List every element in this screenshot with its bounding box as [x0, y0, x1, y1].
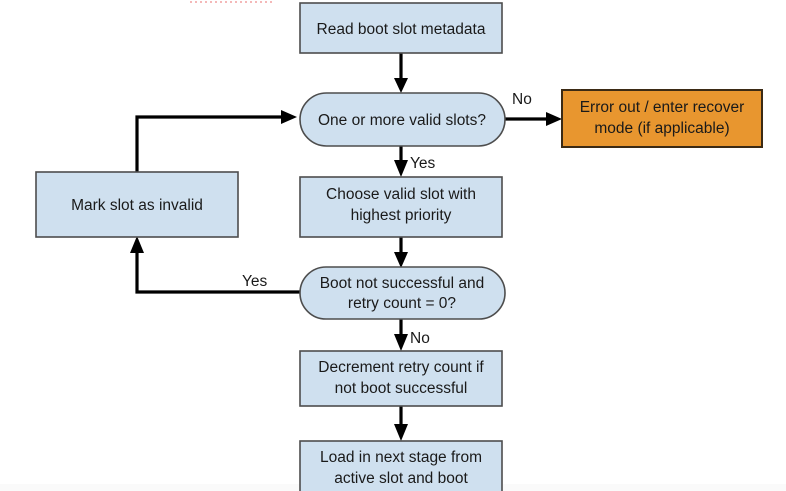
connector-mark-invalid-to-valid-slots [135, 110, 297, 172]
node-shape-mark-slot-as-invalid [35, 171, 239, 238]
node-shape-boot-not-successful-retry-zero [299, 266, 506, 320]
node-read-boot-slot-metadata[interactable]: Read boot slot metadata [299, 2, 503, 54]
node-label-retry-line-2: retry count = 0? [348, 295, 457, 312]
connector-retry-no-to-decrement [394, 319, 408, 351]
node-decrement-retry-count[interactable]: Decrement retry count if not boot succes… [299, 350, 503, 407]
node-shape-load-next-stage [299, 440, 503, 491]
node-shape-decrement-retry-count [299, 350, 503, 407]
node-label-decrement-line-1: Decrement retry count if [318, 359, 484, 376]
node-mark-slot-as-invalid[interactable]: Mark slot as invalid [35, 171, 239, 238]
node-one-or-more-valid-slots[interactable]: One or more valid slots? [299, 92, 506, 147]
node-label-error-line-2: mode (if applicable) [594, 120, 729, 137]
node-label-mark-slot-as-invalid: Mark slot as invalid [71, 197, 203, 214]
node-shape-one-or-more-valid-slots [299, 92, 506, 147]
node-label-read-boot-slot-metadata: Read boot slot metadata [317, 21, 486, 38]
node-label-choose-line-1: Choose valid slot with [326, 186, 476, 203]
connector-read-to-valid-slots [394, 53, 408, 93]
node-shape-read-boot-slot-metadata [299, 2, 503, 54]
edge-label-retry-yes: Yes [242, 273, 268, 290]
node-shape-error-out-enter-recover-mode [561, 89, 763, 148]
connector-choose-to-retry-decision [394, 237, 408, 268]
node-shape-choose-valid-slot-highest-priority [299, 176, 503, 238]
connector-retry-yes-to-mark-invalid [130, 236, 300, 294]
node-label-one-or-more-valid-slots: One or more valid slots? [318, 112, 486, 129]
connector-valid-slots-yes-to-choose [394, 146, 408, 177]
connector-valid-slots-no-to-error [505, 112, 562, 126]
node-boot-not-successful-retry-zero[interactable]: Boot not successful and retry count = 0? [299, 266, 506, 320]
node-label-choose-line-2: highest priority [351, 207, 452, 224]
node-label-decrement-line-2: not boot successful [335, 380, 468, 397]
node-choose-valid-slot-highest-priority[interactable]: Choose valid slot with highest priority [299, 176, 503, 238]
node-label-load-line-2: active slot and boot [334, 470, 468, 487]
node-label-error-line-1: Error out / enter recover [580, 99, 745, 116]
edge-label-valid-slots-yes: Yes [410, 155, 436, 172]
node-load-next-stage[interactable]: Load in next stage from active slot and … [299, 440, 503, 491]
edge-label-retry-no: No [410, 330, 430, 347]
node-label-retry-line-1: Boot not successful and [320, 275, 485, 292]
edge-label-valid-slots-no: No [512, 91, 532, 108]
connector-decrement-to-load [394, 406, 408, 441]
node-label-load-line-1: Load in next stage from [320, 449, 482, 466]
node-error-out-enter-recover-mode[interactable]: Error out / enter recover mode (if appli… [561, 89, 763, 148]
